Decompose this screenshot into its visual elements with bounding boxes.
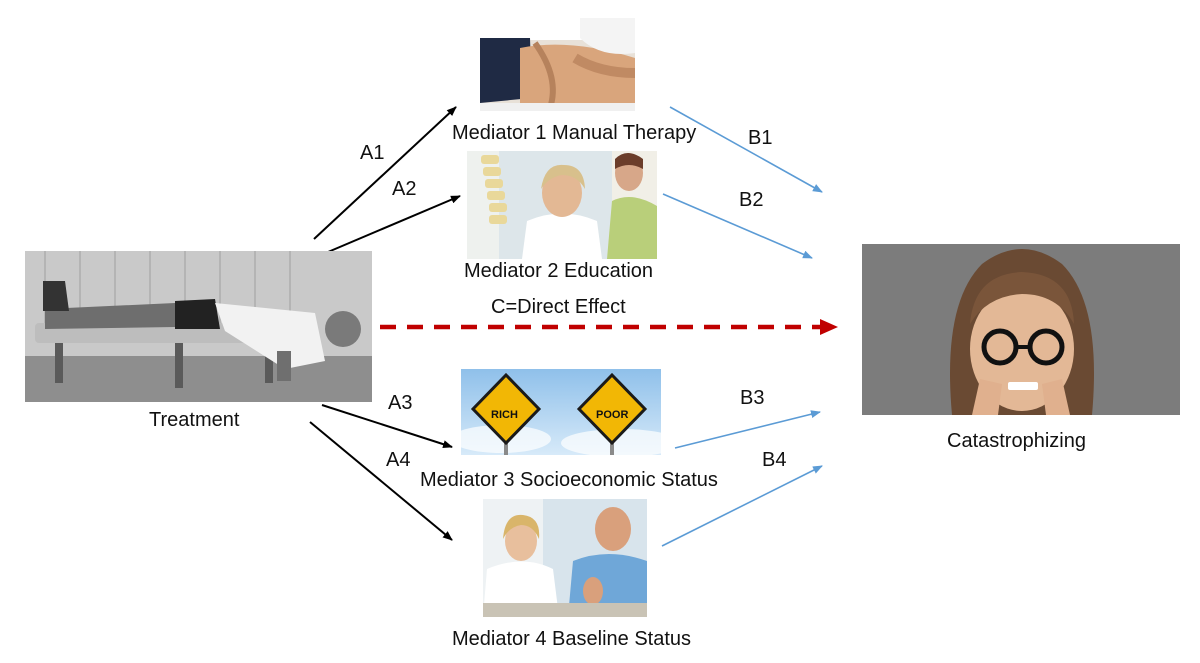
path-b2-label: B2 [739,189,764,211]
treatment-label: Treatment [149,409,240,431]
path-b4-label: B4 [762,449,787,471]
arrow-b2 [662,193,813,259]
path-a2-label: A2 [392,178,417,200]
path-a3-label: A3 [388,392,413,414]
arrow-b1 [669,106,823,193]
mediator-1-label: Mediator 1 Manual Therapy [452,122,697,144]
path-b3-label: B3 [740,387,765,409]
catastrophizing-photo [862,244,1180,415]
sign-right [576,372,648,446]
baseline-status-photo [483,499,647,617]
mediator-2-label: Mediator 2 Education [464,260,654,282]
sign-rich-label: RICH [491,409,518,421]
arrow-a3 [321,404,453,449]
manual-therapy-photo [480,18,635,111]
sign-left [470,372,542,446]
path-a4-label: A4 [386,449,411,471]
treatment-photo [25,251,372,402]
mediator-4-label: Mediator 4 Baseline Status [452,628,692,650]
arrow-a1 [313,106,457,240]
path-a1-label: A1 [360,142,385,164]
arrow-b4 [661,465,823,547]
arrow-a4 [309,421,453,541]
education-photo [467,151,657,259]
arrow-a2 [327,195,461,253]
catastrophizing-label: Catastrophizing [947,430,1086,452]
mediator-3-label: Mediator 3 Socioeconomic Status [420,469,718,491]
direct-effect-label: C=Direct Effect [491,296,626,318]
arrow-b3 [674,410,821,449]
rich-poor-signs-photo: RICH POOR [461,369,661,455]
sign-poor-label: POOR [596,409,629,421]
path-b1-label: B1 [748,127,773,149]
